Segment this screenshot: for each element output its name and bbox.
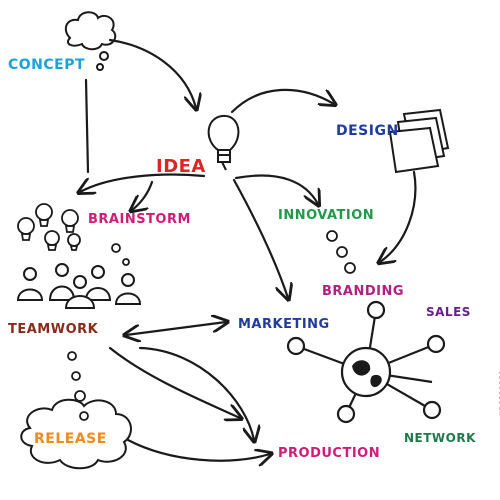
paper-stack-icon <box>388 108 450 174</box>
label-design: DESIGN <box>336 123 399 139</box>
label-concept: CONCEPT <box>8 57 86 73</box>
label-sales: SALES <box>426 305 471 319</box>
label-branding: BRANDING <box>322 284 405 299</box>
label-brainstorm: BRAINSTORM <box>88 212 191 227</box>
people-group-icon <box>16 263 142 309</box>
label-teamwork: TEAMWORK <box>8 322 99 337</box>
label-idea: IDEA <box>156 156 206 177</box>
label-network: NETWORK <box>404 431 476 445</box>
thought-cloud-icon <box>64 11 117 71</box>
label-marketing: MARKETING <box>238 317 330 332</box>
release-cloud-icon <box>20 398 132 470</box>
label-release: RELEASE <box>34 431 107 447</box>
globe-network-icon <box>286 300 446 424</box>
lightbulbs-icon <box>17 203 81 251</box>
label-production: PRODUCTION <box>278 446 381 461</box>
label-innovation: INNOVATION <box>278 208 375 223</box>
lightbulb-icon <box>207 114 240 171</box>
